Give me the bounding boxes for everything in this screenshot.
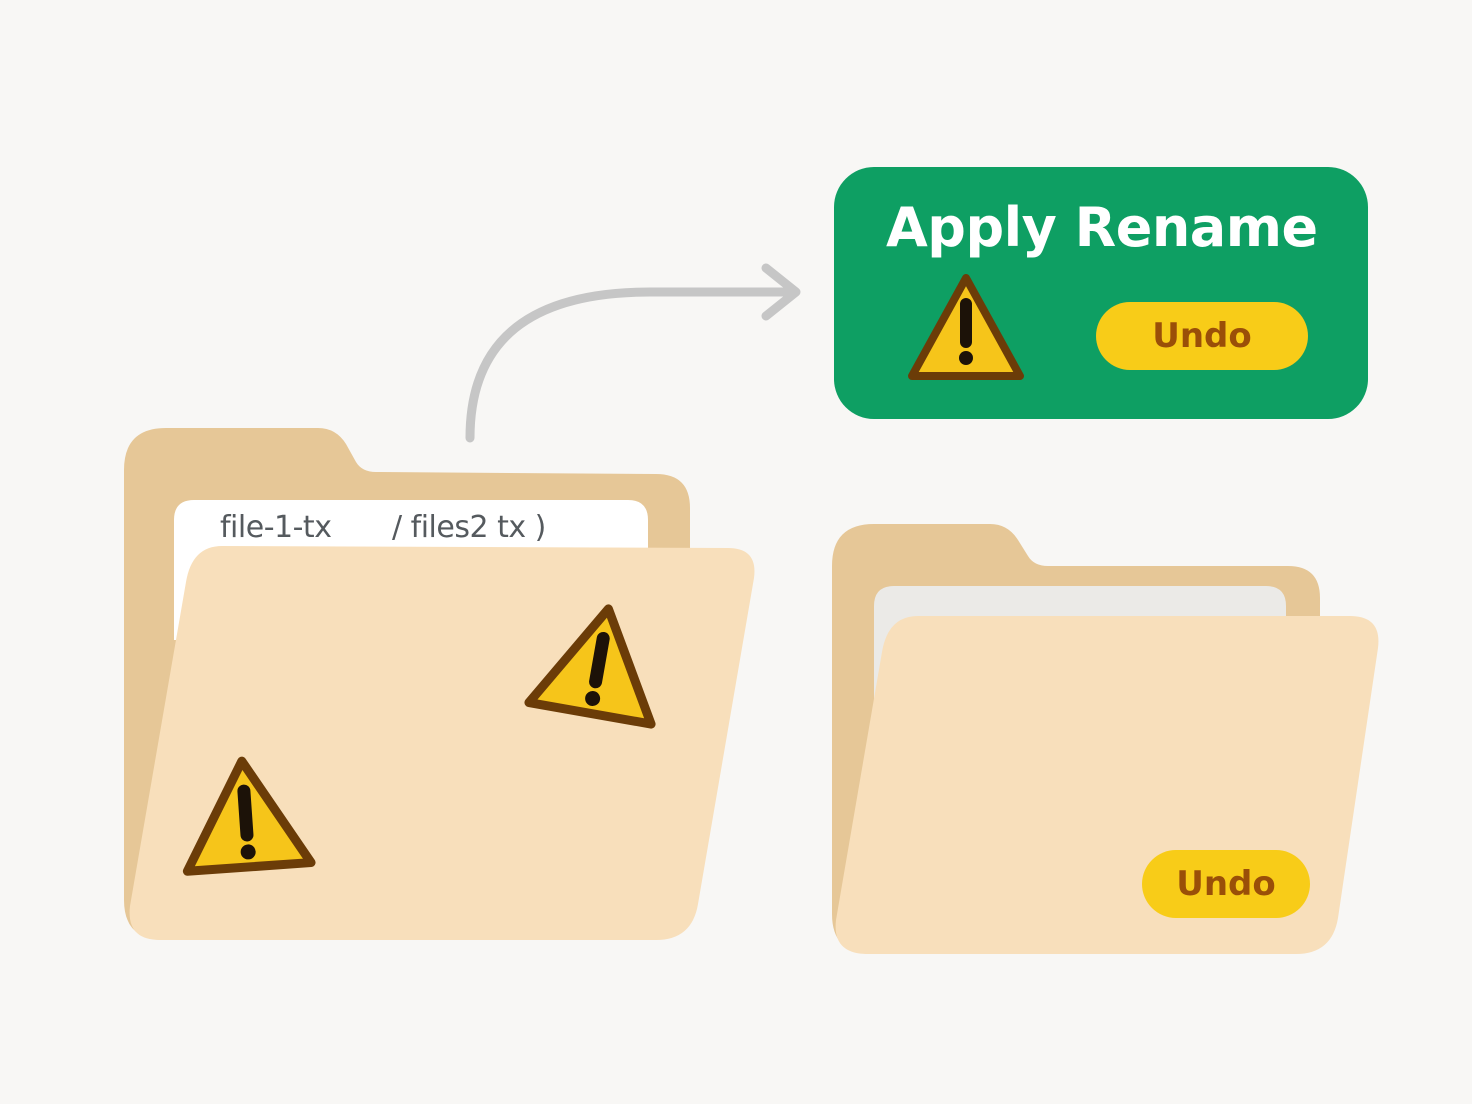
warning-icon xyxy=(182,756,316,876)
apply-rename-title[interactable]: Apply Rename xyxy=(886,196,1318,259)
warning-icon xyxy=(524,604,656,729)
file-name-label: / files2 tx ) xyxy=(392,510,546,545)
undo-button[interactable]: Undo xyxy=(1142,850,1310,918)
undo-button[interactable]: Undo xyxy=(1096,302,1308,370)
left-folder-front xyxy=(129,546,755,940)
file-name-label: file-1-tx xyxy=(220,510,332,545)
arrow-head-icon xyxy=(761,263,801,321)
